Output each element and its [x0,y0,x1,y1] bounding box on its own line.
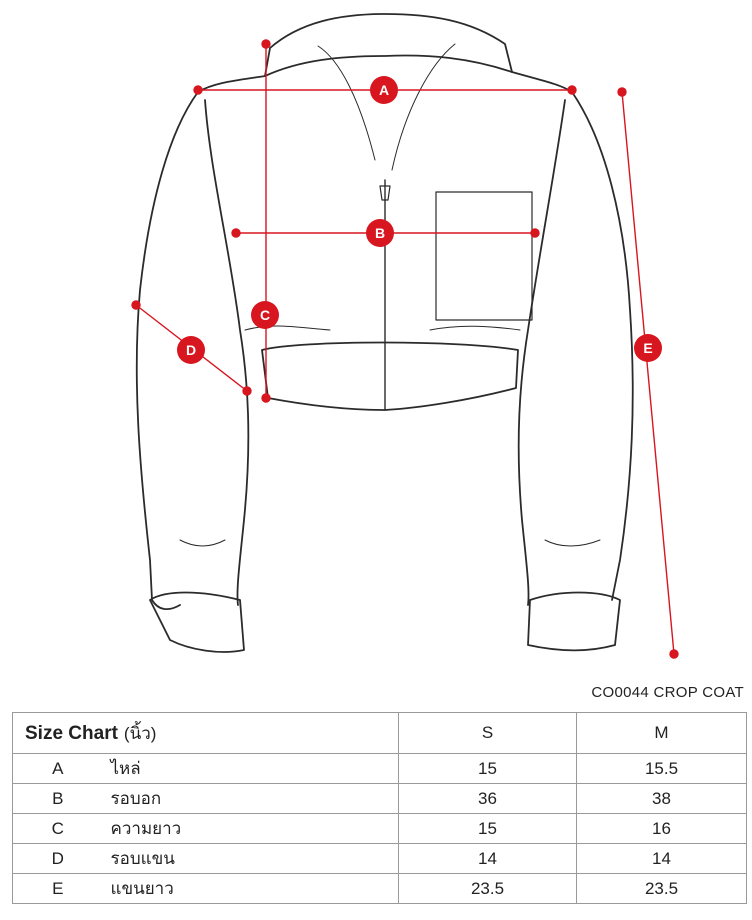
marker-d: D [177,336,205,364]
measurement-lines [131,39,679,659]
endpoint-dot [530,228,540,238]
endpoint-dot [193,85,203,95]
table-row: D รอบแขน 14 14 [12,843,748,874]
row-value-s: 15 [398,753,578,784]
size-chart-title-cell: Size Chart(นิ้ว) [11,712,400,754]
size-chart-title: Size Chart [25,722,118,744]
svg-text:D: D [186,342,196,358]
table-row: C ความยาว 15 16 [12,813,748,844]
row-label: รอบแขน [102,843,400,874]
row-label: ความยาว [102,813,400,844]
row-code: C [12,813,103,844]
size-chart-unit: (นิ้ว) [123,723,157,743]
table-row: A ไหล่ 15 15.5 [12,753,748,784]
measure-line-e [621,91,675,655]
row-code: D [12,843,103,874]
marker-c: C [251,301,279,329]
row-value-s: 36 [398,783,578,814]
size-header-m: M [576,712,748,754]
row-value-s: 14 [398,843,578,874]
endpoint-dot [242,386,252,396]
endpoint-dot [261,393,271,403]
measurement-markers: A B C D E [177,76,662,364]
marker-b: B [366,219,394,247]
product-code: CO0044 CROP COAT [591,684,744,701]
row-label: แขนยาว [102,873,400,904]
endpoint-dot [669,649,679,659]
row-label: ไหล่ [102,753,400,784]
row-value-m: 14 [576,843,748,874]
table-row: E แขนยาว 23.5 23.5 [12,873,748,904]
size-chart-table: Size Chart(นิ้ว) S M A ไหล่ 15 15.5 B รอ… [11,712,748,904]
row-label: รอบอก [102,783,400,814]
row-value-m: 15.5 [576,753,748,784]
size-header-s: S [398,712,578,754]
svg-text:B: B [375,225,385,241]
jacket-diagram: A B C D E [131,13,679,659]
svg-text:E: E [643,340,652,356]
endpoint-dot [261,39,271,49]
row-code: B [12,783,103,814]
marker-e: E [634,334,662,362]
endpoint-dot [131,300,141,310]
row-code: E [12,873,103,904]
row-value-m: 23.5 [576,873,748,904]
endpoint-dot [617,87,627,97]
row-value-s: 23.5 [398,873,578,904]
size-chart-header-row: Size Chart(นิ้ว) S M [11,712,748,754]
jacket-outline [135,13,634,653]
svg-text:C: C [260,307,270,323]
row-value-m: 38 [576,783,748,814]
table-row: B รอบอก 36 38 [12,783,748,814]
row-value-m: 16 [576,813,748,844]
endpoint-dot [231,228,241,238]
endpoint-dot [567,85,577,95]
marker-a: A [370,76,398,104]
row-code: A [12,753,103,784]
svg-text:A: A [379,82,389,98]
row-value-s: 15 [398,813,578,844]
